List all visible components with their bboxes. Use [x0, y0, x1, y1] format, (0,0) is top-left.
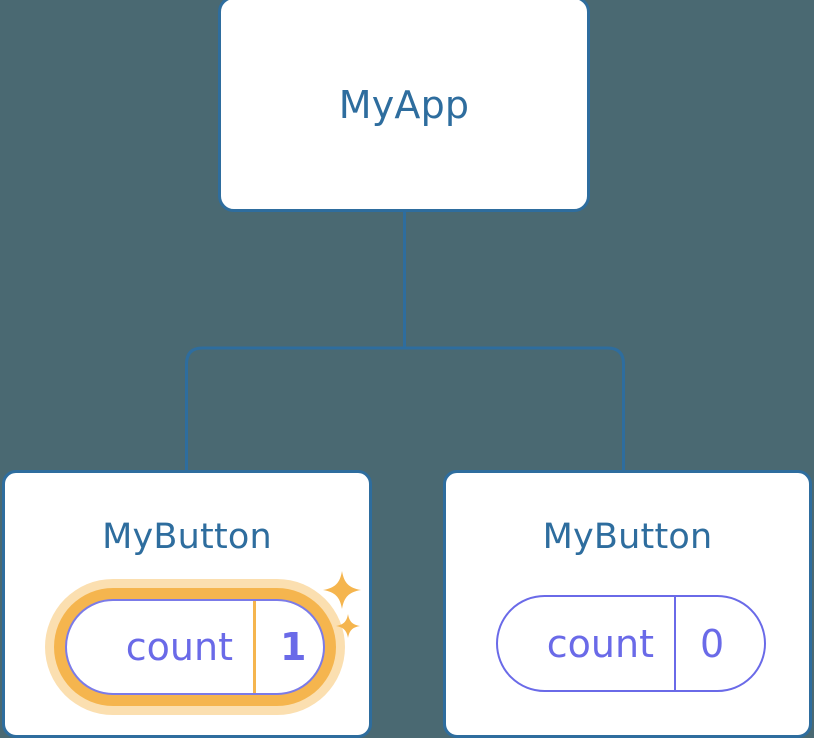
pill-divider [253, 601, 256, 693]
node-myapp-title: MyApp [338, 83, 470, 127]
node-mybutton-right-title: MyButton [542, 517, 713, 557]
pill-body: count 0 [496, 595, 766, 692]
sparkle-large-icon [321, 569, 363, 611]
node-mybutton-plain[interactable]: MyButton count 0 [443, 470, 812, 738]
pill-body: count 1 [65, 599, 325, 695]
prop-pill-highlighted[interactable]: count 1 [45, 579, 345, 715]
prop-value: 0 [700, 621, 725, 666]
node-mybutton-left-title: MyButton [102, 517, 272, 557]
node-myapp[interactable]: MyApp [218, 0, 590, 212]
sparkle-small-icon [335, 613, 361, 639]
prop-name: count [546, 621, 654, 666]
prop-pill-plain[interactable]: count 0 [496, 595, 766, 692]
pill-divider [674, 597, 676, 690]
node-mybutton-highlighted[interactable]: MyButton count 1 [2, 470, 372, 738]
prop-value: 1 [280, 625, 307, 669]
prop-name: count [125, 625, 233, 669]
connector-branches [185, 346, 625, 470]
